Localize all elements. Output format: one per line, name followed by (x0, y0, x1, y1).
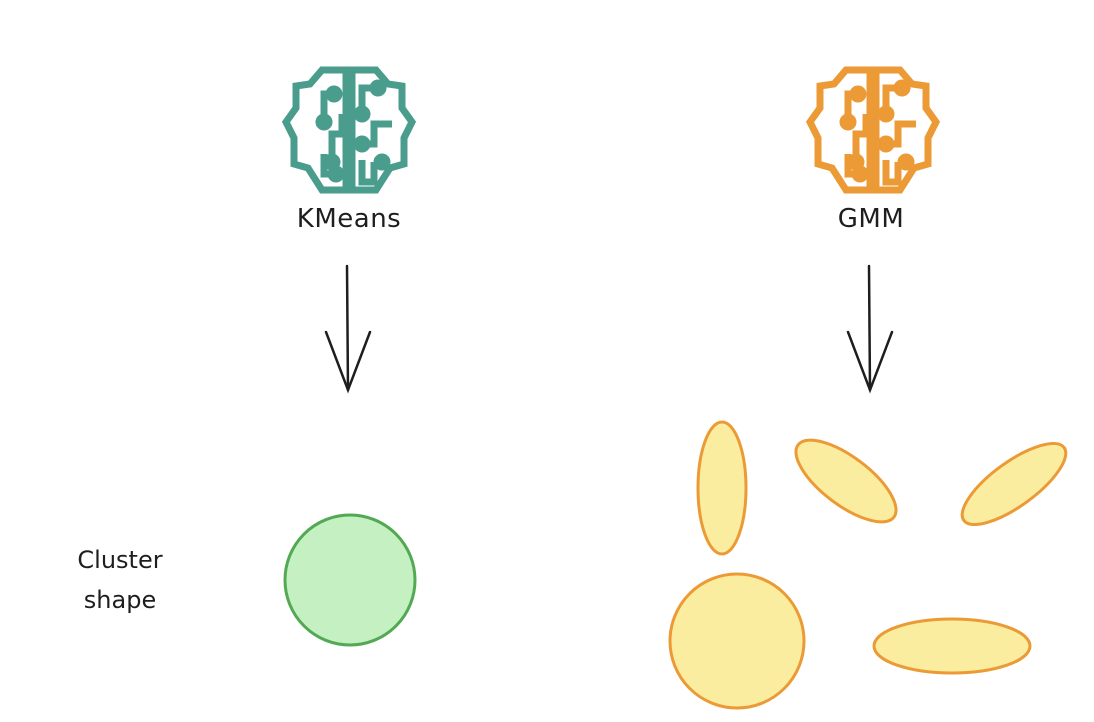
kmeans-label: KMeans (296, 204, 402, 234)
gmm-cluster-circle (668, 572, 806, 710)
gmm-cluster-shapes (660, 410, 1090, 715)
gmm-cluster-tilted-ellipse-2 (960, 441, 1068, 527)
gmm-down-arrow-icon (842, 262, 902, 394)
kmeans-brain-icon (282, 64, 416, 196)
gmm-cluster-vertical-ellipse (696, 420, 748, 556)
kmeans-cluster-circle (282, 512, 418, 648)
gmm-cluster-horizontal-ellipse (872, 617, 1032, 675)
gmm-label: GMM (837, 204, 905, 234)
kmeans-down-arrow-icon (320, 262, 380, 394)
gmm-brain-icon (806, 64, 940, 196)
cluster-shape-label-line2: shape (83, 586, 157, 614)
cluster-shape-label: Cluster shape (50, 540, 190, 620)
cluster-shape-label-line1: Cluster (77, 546, 163, 574)
gmm-cluster-tilted-ellipse-1 (794, 438, 898, 524)
